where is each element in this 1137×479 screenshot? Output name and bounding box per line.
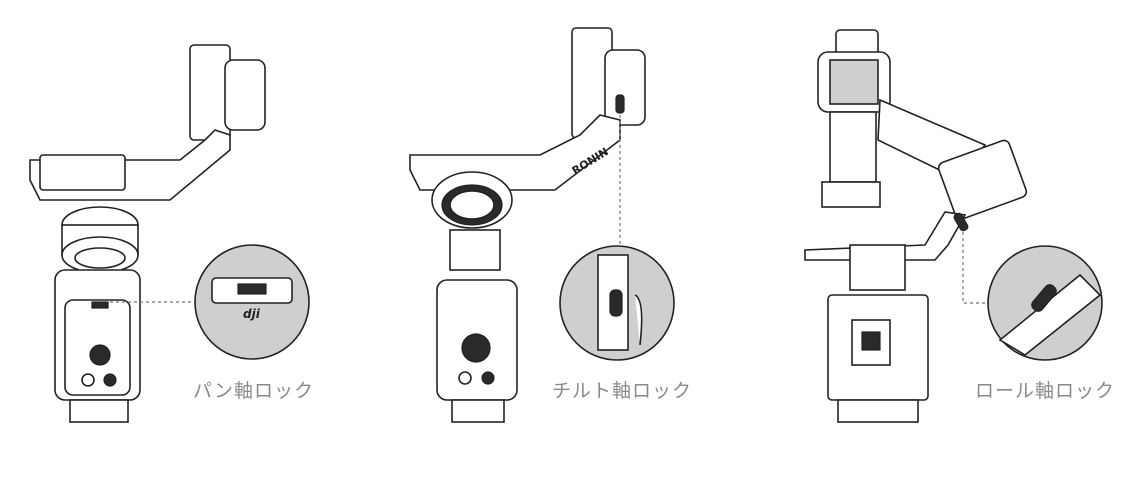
tilt-lock-label: チルト軸ロック — [552, 380, 693, 402]
gimbal-pan-lock-illustration: dji — [29, 44, 310, 423]
gimbal-tilt-lock-illustration: RONIN — [409, 27, 675, 423]
dji-logo: dji — [243, 307, 261, 321]
roll-lock-label: ロール軸ロック — [975, 380, 1116, 402]
gimbal-roll-lock-illustration — [804, 29, 1103, 423]
pan-lock-label: パン軸ロック — [193, 380, 314, 402]
